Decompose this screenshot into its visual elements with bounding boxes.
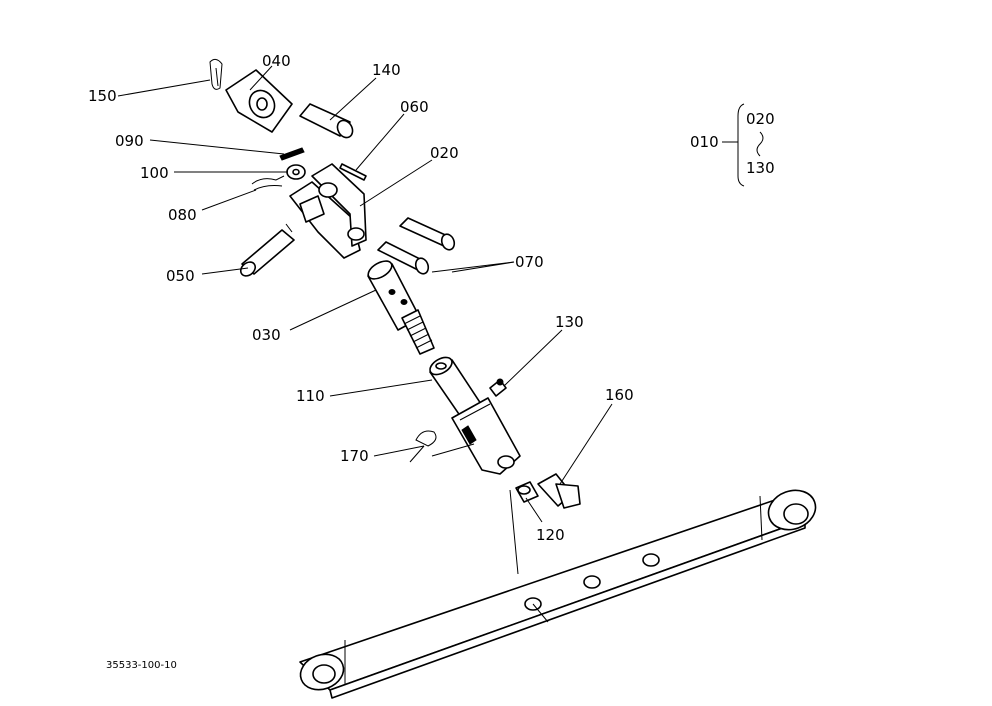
lower-link-bar — [299, 489, 817, 699]
callout-020: 020 — [430, 144, 459, 162]
callout-150: 150 — [88, 87, 117, 105]
callout-090: 090 — [115, 132, 144, 150]
threaded-rod-030 — [367, 260, 435, 355]
callout-080: 080 — [168, 206, 197, 224]
pin-050 — [239, 223, 295, 277]
clevis-040 — [225, 69, 293, 133]
callout-070: 070 — [515, 253, 544, 271]
callout-010: 010 — [690, 133, 719, 151]
cotter-pin-090 — [279, 147, 305, 161]
callout-130: 130 — [555, 313, 584, 331]
callout-030: 030 — [252, 326, 281, 344]
callout-120: 120 — [536, 526, 565, 544]
callout-160: 160 — [605, 386, 634, 404]
pins-070 — [377, 217, 456, 275]
washer-100 — [286, 164, 306, 180]
callout-050: 050 — [166, 267, 195, 285]
grease-fitting-130 — [489, 378, 507, 397]
pin-140 — [299, 103, 354, 139]
callout-170: 170 — [340, 447, 369, 465]
callout-100: 100 — [140, 164, 169, 182]
nut-120 — [515, 481, 539, 503]
callout-060: 060 — [400, 98, 429, 116]
bolt-160 — [537, 473, 581, 509]
callout-labels: 150 040 140 060 020 090 100 080 050 070 … — [88, 52, 775, 671]
clip-170 — [409, 430, 437, 463]
callout-range-020: 020 — [746, 110, 775, 128]
drawing-code: 35533-100-10 — [106, 660, 177, 671]
callout-110: 110 — [296, 387, 325, 405]
callout-040: 040 — [262, 52, 291, 70]
callout-range-130: 130 — [746, 159, 775, 177]
leader-lines — [117, 65, 613, 523]
snap-pin-150 — [209, 58, 223, 90]
range-bracket-010 — [722, 103, 764, 187]
tube-110 — [429, 356, 521, 475]
swivel-yoke-020 — [289, 163, 367, 259]
snap-pin-080 — [251, 175, 285, 191]
spring-pin-060 — [339, 163, 367, 181]
callout-140: 140 — [372, 61, 401, 79]
